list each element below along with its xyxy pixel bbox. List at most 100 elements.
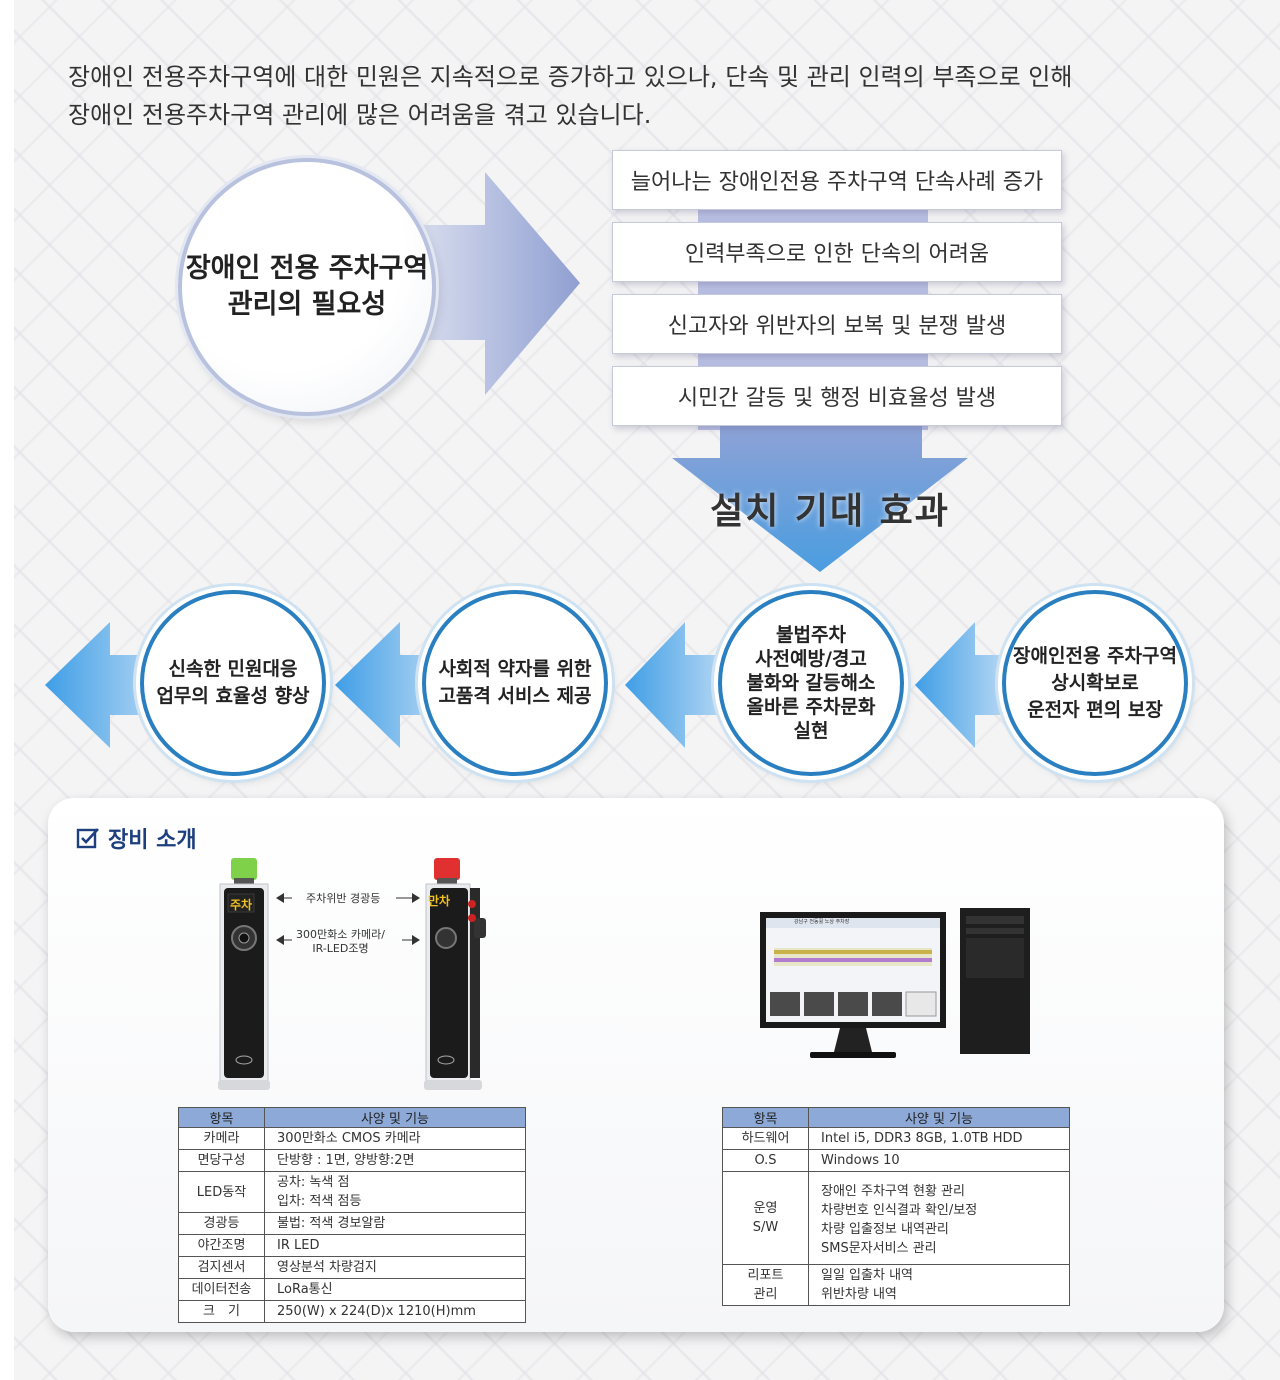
row-value: 불법: 적색 경보알람 <box>264 1212 526 1235</box>
problem-box-3: 신고자와 위반자의 보복 및 분쟁 발생 <box>612 294 1062 354</box>
effect-line: 고품격 서비스 제공 <box>438 685 592 707</box>
right-device-sign: 만차 <box>428 894 451 908</box>
row-key: 데이터전송 <box>178 1278 265 1301</box>
problem-box-4: 시민간 갈등 및 행정 비효율성 발생 <box>612 366 1062 426</box>
row-key: 야간조명 <box>178 1234 265 1257</box>
callout-camera: 300만화소 카메라/ IR-LED조명 <box>296 928 385 956</box>
effect-circle-prevention: 불법주차 사전예방/경고 불화와 갈등해소 올바른 주차문화 실현 <box>718 590 904 776</box>
problem-box-2: 인력부족으로 인한 단속의 어려움 <box>612 222 1062 282</box>
header-spec: 사양 및 기능 <box>264 1107 526 1128</box>
parking-sensor-green <box>218 858 270 1090</box>
row-value: 일일 입출차 내역 위반차량 내역 <box>808 1264 1070 1306</box>
row-value-line: 일일 입출차 내역 <box>821 1268 913 1283</box>
row-value: 250(W) x 224(D)x 1210(H)mm <box>264 1300 526 1323</box>
row-key: 면당구성 <box>178 1149 265 1172</box>
checkbox-icon <box>76 828 99 849</box>
left-device-sign: 주차 <box>230 898 253 912</box>
effect-line: 불화와 갈등해소 <box>746 672 876 694</box>
table-row: 리포트 관리 일일 입출차 내역 위반차량 내역 <box>722 1264 1070 1306</box>
row-value-line: 공차: 녹색 점 <box>277 1175 350 1190</box>
header-item: 항목 <box>722 1107 809 1128</box>
equipment-title: 장비 소개 <box>76 822 197 854</box>
row-value-line: 장애인 주차구역 현황 관리 <box>821 1184 965 1199</box>
row-value-line: 차량 입출정보 내역관리 <box>821 1222 949 1237</box>
row-key: 리포트 관리 <box>722 1264 809 1306</box>
table-row: 운영 S/W 장애인 주차구역 현황 관리 차량번호 인식결과 확인/보정 차량… <box>722 1171 1070 1265</box>
callout-camera-line-1: 300만화소 카메라/ <box>296 928 385 941</box>
effect-line: 실현 <box>793 720 829 742</box>
intro-line-1: 장애인 전용주차구역에 대한 민원은 지속적으로 증가하고 있으나, 단속 및 … <box>68 63 1073 91</box>
row-key: O.S <box>722 1149 809 1172</box>
row-value: Intel i5, DDR3 8GB, 1.0TB HDD <box>808 1127 1070 1150</box>
parking-sensor-red <box>424 858 486 1090</box>
effects-title: 설치 기대 효과 <box>710 491 950 532</box>
effect-line: 불법주차 <box>776 624 846 646</box>
row-value: 단방향 : 1면, 양방향:2면 <box>264 1149 526 1172</box>
effect-line: 장애인전용 주차구역 <box>1013 644 1177 667</box>
intro-text: 장애인 전용주차구역에 대한 민원은 지속적으로 증가하고 있으나, 단속 및 … <box>68 58 1218 134</box>
intro-line-2: 장애인 전용주차구역 관리에 많은 어려움을 겪고 있습니다. <box>68 101 652 129</box>
row-value: Windows 10 <box>808 1149 1070 1172</box>
row-value-line: SMS문자서비스 관리 <box>821 1241 937 1256</box>
effect-line: 사전예방/경고 <box>755 648 867 670</box>
need-line-2: 관리의 필요성 <box>227 289 387 320</box>
row-key: 크 기 <box>178 1300 265 1323</box>
equipment-title-text: 장비 소개 <box>108 828 197 853</box>
row-key: 카메라 <box>178 1127 265 1150</box>
arrow-right <box>420 172 580 395</box>
effect-circle-convenience: 장애인전용 주차구역 상시확보로 운전자 편의 보장 <box>1002 590 1188 776</box>
row-value: LoRa통신 <box>264 1278 526 1301</box>
header-spec: 사양 및 기능 <box>808 1107 1070 1128</box>
arrow-left-3 <box>625 622 730 748</box>
row-value-line: 입차: 적색 점등 <box>277 1194 362 1209</box>
row-value: 영상분석 차량검지 <box>264 1256 526 1279</box>
effect-line: 신속한 민원대응 <box>168 658 298 680</box>
row-key: 하드웨어 <box>722 1127 809 1150</box>
row-key: 경광등 <box>178 1212 265 1235</box>
row-value: 300만화소 CMOS 카메라 <box>264 1127 526 1150</box>
effect-line: 상시확보로 <box>1051 671 1139 694</box>
monitor-screen-title: 강남구 전동휠 노상 주차장 <box>794 919 850 925</box>
effect-line: 올바른 주차문화 <box>746 696 876 718</box>
table-header-row: 항목 사양 및 기능 <box>722 1107 1070 1128</box>
arrow-left-4 <box>915 622 1010 748</box>
callout-camera-line-2: IR-LED조명 <box>312 942 369 955</box>
need-circle: 장애인 전용 주차구역 관리의 필요성 <box>178 158 436 416</box>
arrow-left-1 <box>45 622 170 748</box>
effect-line: 운전자 편의 보장 <box>1027 698 1163 721</box>
problem-box-1: 늘어나는 장애인전용 주차구역 단속사례 증가 <box>612 150 1062 210</box>
monitor-pc-illustration <box>760 908 1030 1058</box>
row-value-line: 위반차량 내역 <box>821 1287 897 1302</box>
row-value: IR LED <box>264 1234 526 1257</box>
effect-circle-efficiency: 신속한 민원대응 업무의 효율성 향상 <box>140 590 326 776</box>
arrow-down <box>672 425 968 572</box>
row-value-line: 차량번호 인식결과 확인/보정 <box>821 1203 978 1218</box>
row-key: 검지센서 <box>178 1256 265 1279</box>
left-margin <box>0 0 14 1380</box>
effect-line: 사회적 약자를 위한 <box>438 658 592 680</box>
effect-line: 업무의 효율성 향상 <box>156 685 310 707</box>
arrow-left-2 <box>335 622 450 748</box>
row-value: 장애인 주차구역 현황 관리 차량번호 인식결과 확인/보정 차량 입출정보 내… <box>808 1171 1070 1265</box>
header-item: 항목 <box>178 1107 265 1128</box>
need-line-1: 장애인 전용 주차구역 <box>185 253 429 284</box>
row-key: LED동작 <box>178 1171 265 1213</box>
callout-arrows <box>276 893 420 945</box>
effect-circle-service: 사회적 약자를 위한 고품격 서비스 제공 <box>422 590 608 776</box>
table-header-row: 항목 사양 및 기능 <box>178 1107 526 1128</box>
row-key: 운영 S/W <box>722 1171 809 1265</box>
callout-lamp: 주차위반 경광등 <box>306 892 381 905</box>
